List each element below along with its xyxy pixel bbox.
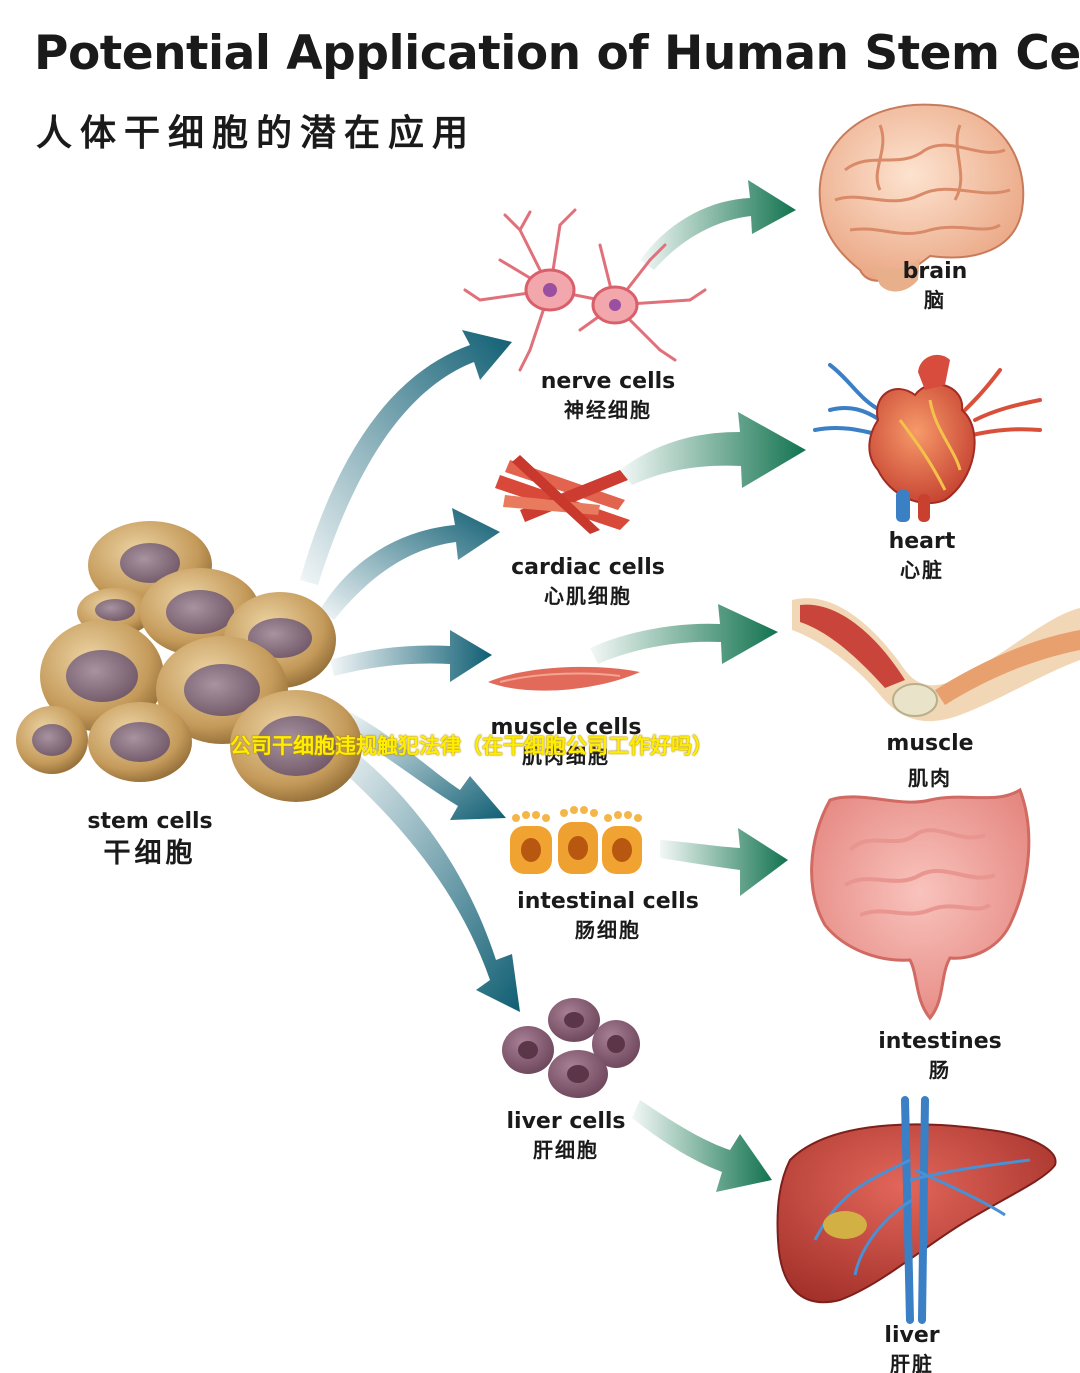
label-nerve-cells: nerve cells 神经细胞	[541, 368, 676, 424]
label-liver-en: liver	[884, 1323, 940, 1348]
label-stem-cells-zh: 干细胞	[103, 838, 197, 869]
watermark-text: 公司干细胞违规触犯法律（在干细胞公司工作好吗）	[230, 734, 713, 758]
arrow-to-intestinal-cells	[345, 712, 506, 820]
label-liver-zh: 肝脏	[889, 1352, 934, 1373]
label-liver: liver 肝脏	[884, 1322, 939, 1373]
label-muscle-zh: 肌肉	[908, 766, 952, 790]
stem-cells-cluster	[16, 521, 362, 802]
intestinal-cells-illustration	[510, 806, 642, 874]
arrow-to-intestines	[660, 828, 788, 896]
label-brain-zh: 脑	[924, 288, 946, 312]
label-heart: heart 心脏	[889, 528, 956, 584]
label-intestinal-cells: intestinal cells 肠细胞	[517, 888, 699, 944]
label-stem-cells-en: stem cells	[87, 809, 213, 834]
arrow-to-muscle-cells	[330, 630, 492, 682]
label-intestinal-cells-zh: 肠细胞	[574, 918, 641, 942]
label-muscle-en: muscle	[886, 731, 974, 756]
label-stem-cells: stem cells 干细胞	[87, 808, 212, 872]
muscle-cells-illustration	[488, 666, 640, 691]
label-muscle-cells: muscle cells 肌肉细胞	[491, 714, 642, 770]
label-nerve-cells-zh: 神经细胞	[564, 398, 652, 422]
label-brain-en: brain	[902, 259, 968, 284]
arrow-to-heart	[620, 412, 806, 488]
label-heart-en: heart	[888, 529, 956, 554]
label-intestinal-cells-en: intestinal cells	[517, 889, 699, 914]
label-liver-cells-en: liver cells	[506, 1109, 626, 1134]
liver-cells-illustration	[502, 998, 640, 1098]
arrow-to-muscle	[590, 604, 778, 664]
liver-illustration	[776, 1096, 1057, 1324]
label-cardiac-cells-zh: 心肌细胞	[544, 584, 632, 608]
label-liver-cells-zh: 肝细胞	[533, 1138, 599, 1162]
arrow-to-cardiac-cells	[320, 508, 500, 620]
intestines-illustration	[810, 787, 1031, 1021]
label-cardiac-cells: cardiac cells 心肌细胞	[511, 554, 665, 610]
heart-illustration	[813, 354, 1042, 522]
arrow-to-liver	[632, 1100, 772, 1192]
label-heart-zh: 心脏	[899, 558, 944, 582]
muscle-illustration	[792, 598, 1080, 722]
label-muscle-cells-en: muscle cells	[490, 715, 642, 740]
label-intestines-en: intestines	[878, 1029, 1002, 1054]
nerve-cells-illustration	[463, 208, 707, 372]
label-muscle-cells-zh: 肌肉细胞	[521, 744, 610, 768]
label-brain: brain 脑	[903, 258, 968, 314]
cardiac-cells-illustration	[495, 455, 630, 534]
arrow-to-nerve-cells	[300, 330, 512, 585]
page-title: Potential Application of Human Stem Cell…	[34, 26, 1080, 81]
label-muscle: muscle 肌肉	[886, 730, 973, 798]
page-subtitle: 人体干细胞的潜在应用	[36, 113, 477, 154]
label-cardiac-cells-en: cardiac cells	[511, 555, 665, 580]
brain-illustration	[818, 103, 1025, 292]
label-intestines: intestines 肠	[878, 1028, 1001, 1084]
label-intestines-zh: 肠	[928, 1058, 951, 1082]
label-liver-cells: liver cells 肝细胞	[507, 1108, 626, 1164]
arrow-to-brain	[640, 180, 796, 270]
label-nerve-cells-en: nerve cells	[540, 369, 676, 394]
